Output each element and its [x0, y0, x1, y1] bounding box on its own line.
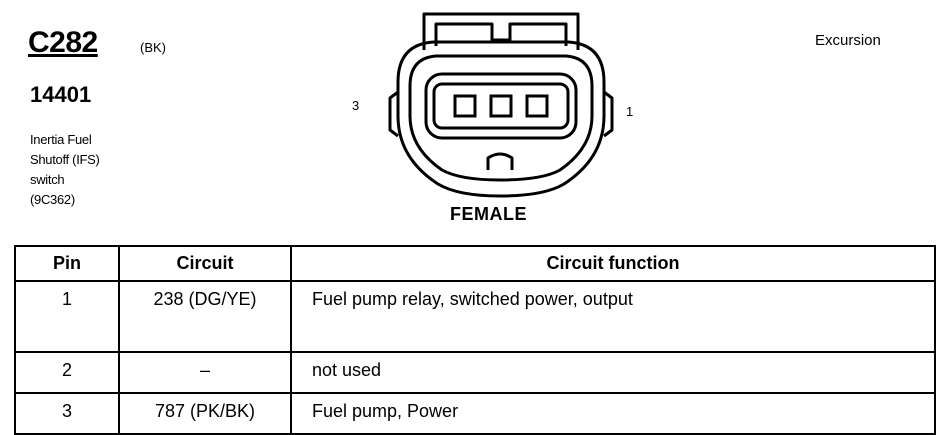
pin-cavity — [489, 94, 513, 118]
pin-cell: 2 — [14, 351, 120, 394]
connector-gender-label: FEMALE — [450, 204, 527, 224]
pin-cell: 3 — [14, 392, 120, 435]
latch-tab-inner — [434, 22, 568, 46]
connector-color: (BK) — [140, 40, 166, 55]
function-cell: Fuel pump, Power — [290, 392, 936, 435]
description-line: Inertia Fuel — [30, 132, 92, 147]
pin-cell: 1 — [14, 280, 120, 353]
part-number: 14401 — [30, 82, 92, 107]
pinout-table: Pin Circuit Circuit function 1 238 (DG/Y… — [14, 245, 936, 435]
column-header-pin: Pin — [14, 245, 120, 282]
latch-tab — [422, 12, 580, 50]
side-rib-right — [603, 90, 614, 138]
connector-face — [424, 72, 578, 140]
cavity-frame — [432, 82, 570, 130]
circuit-cell: 238 (DG/YE) — [118, 280, 292, 353]
pin-cavity — [453, 94, 477, 118]
column-header-circuit: Circuit — [118, 245, 292, 282]
table-header-row: Pin Circuit Circuit function — [14, 245, 936, 282]
component-description: Inertia Fuel Shutoff (IFS) switch (9C362… — [30, 130, 170, 210]
function-cell: not used — [290, 351, 936, 394]
table-row: 1 238 (DG/YE) Fuel pump relay, switched … — [14, 280, 936, 353]
table-row: 3 787 (PK/BK) Fuel pump, Power — [14, 392, 936, 435]
circuit-cell: – — [118, 351, 292, 394]
vehicle-name: Excursion — [815, 32, 881, 49]
column-header-function: Circuit function — [290, 245, 936, 282]
description-line: switch — [30, 172, 65, 187]
connector-middle-shell — [408, 54, 594, 182]
keyway — [486, 152, 514, 170]
table-row: 2 – not used — [14, 351, 936, 394]
side-rib-left — [388, 90, 399, 138]
connector-id: C282 — [28, 26, 98, 59]
description-line: Shutoff (IFS) — [30, 152, 100, 167]
circuit-cell: 787 (PK/BK) — [118, 392, 292, 435]
description-line: (9C362) — [30, 192, 75, 207]
pin-number-label-left: 3 — [352, 98, 360, 113]
pin-cavity — [525, 94, 549, 118]
function-cell: Fuel pump relay, switched power, output — [290, 280, 936, 353]
connector-outer-shell — [396, 40, 606, 198]
connector-face-drawing — [388, 12, 614, 198]
pin-number-label-right: 1 — [626, 104, 634, 119]
